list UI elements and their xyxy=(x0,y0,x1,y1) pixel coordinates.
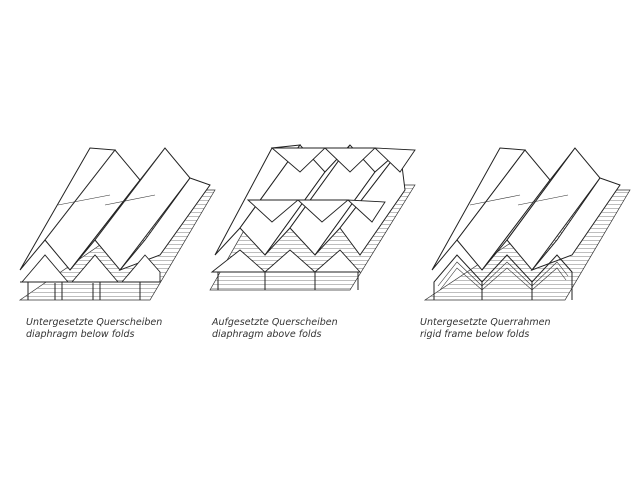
caption-2: Aufgesetzte Querscheiben diaphragm above… xyxy=(212,317,338,341)
caption-1: Untergesetzte Querscheiben diaphragm bel… xyxy=(26,317,162,341)
end-frames-3 xyxy=(433,254,573,291)
drawing-rigid-frame-below-folds xyxy=(423,147,631,301)
caption-3-line2: rigid frame below folds xyxy=(420,329,530,340)
caption-3-line1: Untergesetzte Querrahmen xyxy=(420,317,551,328)
caption-2-line2: diaphragm above folds xyxy=(212,329,322,340)
caption-2-line1: Aufgesetzte Querscheiben xyxy=(212,317,338,328)
columns-1 xyxy=(27,280,141,300)
caption-1-line1: Untergesetzte Querscheiben xyxy=(26,317,163,328)
caption-3: Untergesetzte Querrahmen rigid frame bel… xyxy=(420,317,551,341)
end-diaphragms-1 xyxy=(21,254,161,283)
columns-2 xyxy=(217,272,359,290)
caption-1-line2: diaphragm below folds xyxy=(26,329,135,340)
top-diaphragms-2 xyxy=(246,147,416,223)
end-diaphragms-2 xyxy=(210,249,362,273)
columns-3 xyxy=(433,282,573,300)
folded-roof-1 xyxy=(19,147,211,272)
folded-roof-3 xyxy=(431,147,621,272)
drawing-diaphragm-above-folds xyxy=(209,144,416,291)
drawing-diaphragm-below-folds xyxy=(18,147,216,301)
